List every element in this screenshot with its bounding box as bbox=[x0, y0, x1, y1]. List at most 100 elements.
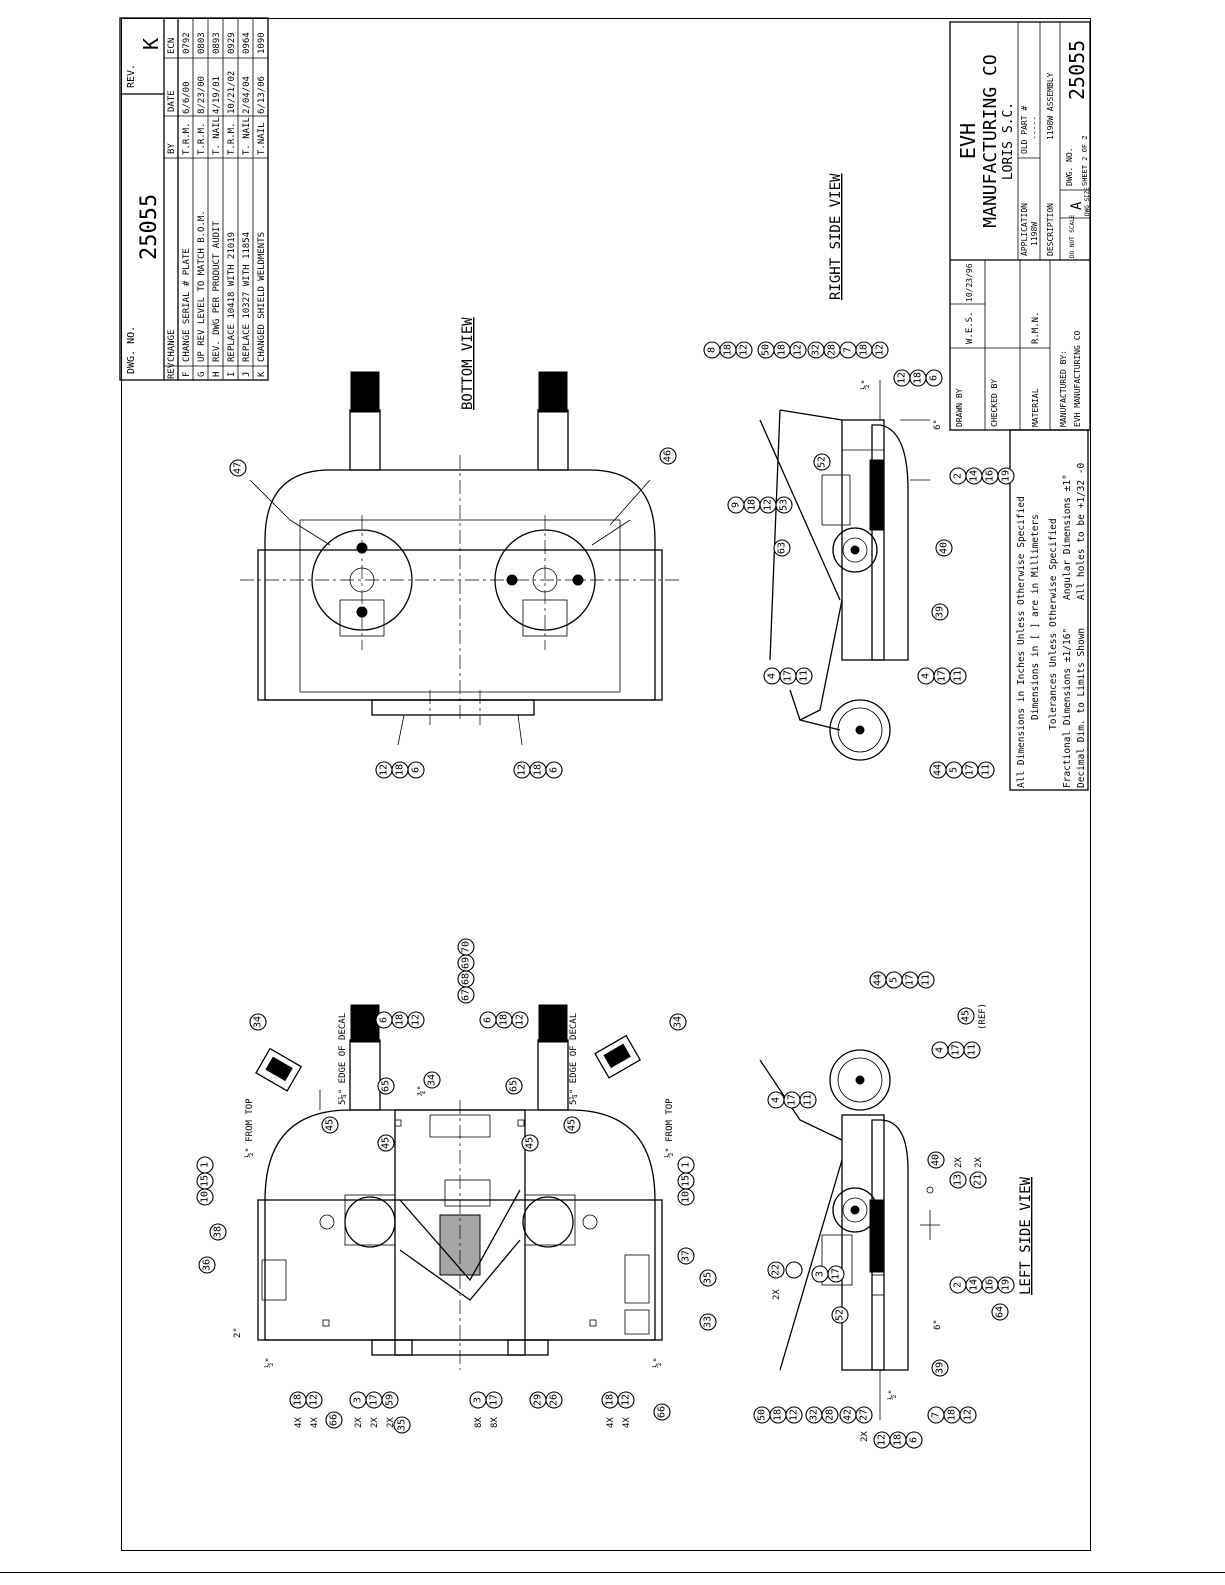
application: 1198W bbox=[1030, 222, 1039, 246]
svg-text:12: 12 bbox=[621, 1394, 632, 1406]
rev-row-rev: J bbox=[242, 372, 252, 377]
svg-text:64: 64 bbox=[995, 1306, 1006, 1318]
qty-prefix: 8X bbox=[474, 1417, 484, 1428]
svg-text:5: 5 bbox=[889, 977, 900, 983]
balloon: 45 bbox=[377, 1134, 395, 1152]
svg-text:11: 11 bbox=[799, 670, 810, 682]
svg-text:15: 15 bbox=[200, 1175, 211, 1187]
dim-three-quarter: ¾" bbox=[417, 1085, 427, 1096]
rev-col-ecn: ECN bbox=[167, 38, 177, 54]
balloon: 12 bbox=[873, 1431, 891, 1449]
svg-text:6: 6 bbox=[483, 1017, 494, 1023]
svg-text:12: 12 bbox=[875, 344, 886, 356]
note-line-5b: All holes to be +1/32 -0 bbox=[1076, 462, 1087, 600]
rev-row-date: 2/04/04 bbox=[242, 76, 252, 114]
balloon: 18 bbox=[289, 1391, 307, 1409]
rev-row-change: UP REV LEVEL TO MATCH B.O.M. bbox=[197, 210, 207, 362]
balloon: 18 bbox=[719, 341, 737, 359]
balloon: 35 bbox=[393, 1416, 411, 1434]
checked-by-label: CHECKED BY bbox=[990, 379, 999, 427]
rev-row-ecn: 0792 bbox=[182, 32, 192, 54]
from-top-note-left: ½" FROM TOP bbox=[244, 1098, 255, 1158]
svg-text:17: 17 bbox=[489, 1394, 500, 1406]
svg-text:21: 21 bbox=[973, 1174, 984, 1186]
svg-text:5: 5 bbox=[949, 767, 960, 773]
svg-text:8: 8 bbox=[707, 347, 718, 353]
svg-text:6: 6 bbox=[549, 767, 560, 773]
svg-text:1: 1 bbox=[200, 1162, 211, 1168]
balloon: 12 bbox=[959, 1406, 977, 1424]
svg-text:12: 12 bbox=[515, 1014, 526, 1026]
balloon: 35 bbox=[699, 1269, 717, 1287]
balloon: 45 bbox=[957, 1007, 975, 1025]
balloon: 10 bbox=[677, 1188, 695, 1206]
page-bottom-rule bbox=[0, 1572, 1225, 1573]
balloon: 32 bbox=[807, 341, 825, 359]
drawn-by: W.E.S. bbox=[965, 311, 975, 344]
svg-text:35: 35 bbox=[397, 1419, 408, 1431]
balloon: 40 bbox=[935, 539, 953, 557]
balloon: 18 bbox=[909, 369, 927, 387]
revision-block: DWG. NO. 25055 REV. K REV CHANGE BY DATE… bbox=[119, 17, 269, 381]
svg-text:65: 65 bbox=[381, 1080, 392, 1092]
title-block: DRAWN BY W.E.S. 10/23/96 CHECKED BY MATE… bbox=[949, 21, 1091, 431]
balloon: 12 bbox=[375, 761, 393, 779]
balloon: 28 bbox=[823, 341, 841, 359]
qty-prefix: 4X bbox=[310, 1417, 320, 1428]
svg-text:18: 18 bbox=[773, 1409, 784, 1421]
svg-text:12: 12 bbox=[309, 1394, 320, 1406]
svg-text:1: 1 bbox=[681, 1162, 692, 1168]
ref-note: (REF) bbox=[978, 1003, 988, 1030]
svg-text:4: 4 bbox=[767, 673, 778, 679]
svg-text:4: 4 bbox=[935, 1047, 946, 1053]
rev-row-date: 8/23/00 bbox=[197, 76, 207, 114]
tb-dwg-no-label: DWG. NO. bbox=[1065, 147, 1074, 186]
svg-text:18: 18 bbox=[747, 499, 758, 511]
svg-text:44: 44 bbox=[933, 764, 944, 776]
application-label: APPLICATION bbox=[1020, 203, 1029, 256]
balloon: 52 bbox=[831, 1306, 849, 1324]
svg-text:11: 11 bbox=[953, 670, 964, 682]
rev-letter: K bbox=[139, 38, 163, 50]
svg-text:7: 7 bbox=[843, 347, 854, 353]
svg-text:16: 16 bbox=[985, 1279, 996, 1291]
svg-text:39: 39 bbox=[935, 606, 946, 618]
balloon: 17 bbox=[933, 667, 951, 685]
qty-prefix: 4X bbox=[606, 1417, 616, 1428]
qty-prefix: 2X bbox=[772, 1289, 782, 1300]
svg-text:40: 40 bbox=[931, 1154, 942, 1166]
rev-row-ecn: 0964 bbox=[242, 32, 252, 54]
material-by: R.M.N. bbox=[1031, 311, 1041, 344]
balloon: 12 bbox=[511, 1011, 529, 1029]
balloon: 3 bbox=[349, 1391, 367, 1409]
rev-dwg-no: 25055 bbox=[137, 194, 162, 260]
rev-row-change: REPLACE 10418 WITH 21019 bbox=[227, 232, 237, 362]
svg-text:2: 2 bbox=[953, 473, 964, 479]
svg-text:32: 32 bbox=[811, 344, 822, 356]
balloon: 14 bbox=[965, 467, 983, 485]
balloon: 14 bbox=[965, 1276, 983, 1294]
item-balloons: 47 46 12 18 6 12 18 6 8 18 12 50 18 12 3… bbox=[196, 341, 1015, 1449]
balloon: 45 bbox=[321, 1116, 339, 1134]
balloon: 40 bbox=[927, 1151, 945, 1169]
rev-col-date: DATE bbox=[167, 90, 177, 112]
rev-row-by: T.R.M. bbox=[227, 122, 237, 155]
rev-col-by: BY bbox=[167, 143, 177, 154]
qty-prefix: 2X bbox=[860, 1431, 870, 1442]
description: 1198W ASSEMBLY bbox=[1046, 72, 1055, 140]
svg-text:18: 18 bbox=[913, 372, 924, 384]
balloon: 1 bbox=[196, 1156, 214, 1174]
manufactured-by: EVH MANUFACTURING CO bbox=[1073, 330, 1082, 427]
svg-text:12: 12 bbox=[877, 1434, 888, 1446]
svg-text:45: 45 bbox=[525, 1137, 536, 1149]
rev-row-change: CHANGED SHIELD WELDMENTS bbox=[257, 232, 267, 362]
balloon: 37 bbox=[677, 1247, 695, 1265]
balloon: 7 bbox=[839, 341, 857, 359]
balloon: 18 bbox=[943, 1406, 961, 1424]
balloon: 9 bbox=[727, 496, 745, 514]
svg-text:7: 7 bbox=[931, 1412, 942, 1418]
svg-text:6: 6 bbox=[929, 375, 940, 381]
balloon: 4 bbox=[917, 667, 935, 685]
svg-text:18: 18 bbox=[499, 1014, 510, 1026]
balloon: 50 bbox=[753, 1406, 771, 1424]
